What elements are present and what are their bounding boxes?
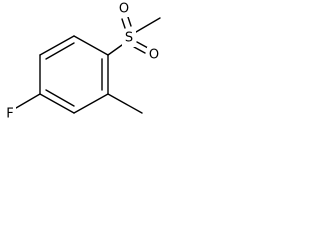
sulfur-oxygen-top-bond-b (127, 16, 132, 27)
ring-bond-c6-c1 (73, 35, 109, 56)
sulfur-oxygen-top-bond-a (121, 18, 126, 29)
methyl-bond (107, 93, 143, 114)
sulfur-oxygen-bottom-bond-b (136, 41, 149, 49)
ring-bond-c3-c4 (39, 93, 75, 114)
atom-label-fluorine: F (3, 106, 16, 122)
benzene-ring (39, 35, 109, 114)
atom-label-oxygen-bottom: O (147, 47, 162, 63)
substituent-bonds (15, 16, 161, 114)
atom-label-sulfur: S (122, 30, 136, 47)
oxygen-top-label: O (119, 2, 129, 17)
sulfur-label: S (125, 31, 133, 46)
oxygen-bottom-label: O (149, 48, 159, 63)
sulfur-methyl-bond (135, 17, 161, 33)
molecule-structure-drawing: F S O O (3, 1, 162, 122)
sulfur-oxygen-bottom-bond-a (133, 46, 146, 54)
atom-label-oxygen-top: O (117, 1, 132, 17)
fluorine-label: F (6, 107, 13, 122)
carbon-sulfur-bond (107, 44, 123, 56)
ring-bond-c5-c6-inner (45, 42, 75, 60)
ring-bond-c2-c3 (73, 93, 109, 114)
fluoro-bond (15, 93, 41, 109)
ring-bond-c3-c4-inner (45, 89, 75, 107)
ring-bond-c5-c6 (39, 35, 75, 56)
